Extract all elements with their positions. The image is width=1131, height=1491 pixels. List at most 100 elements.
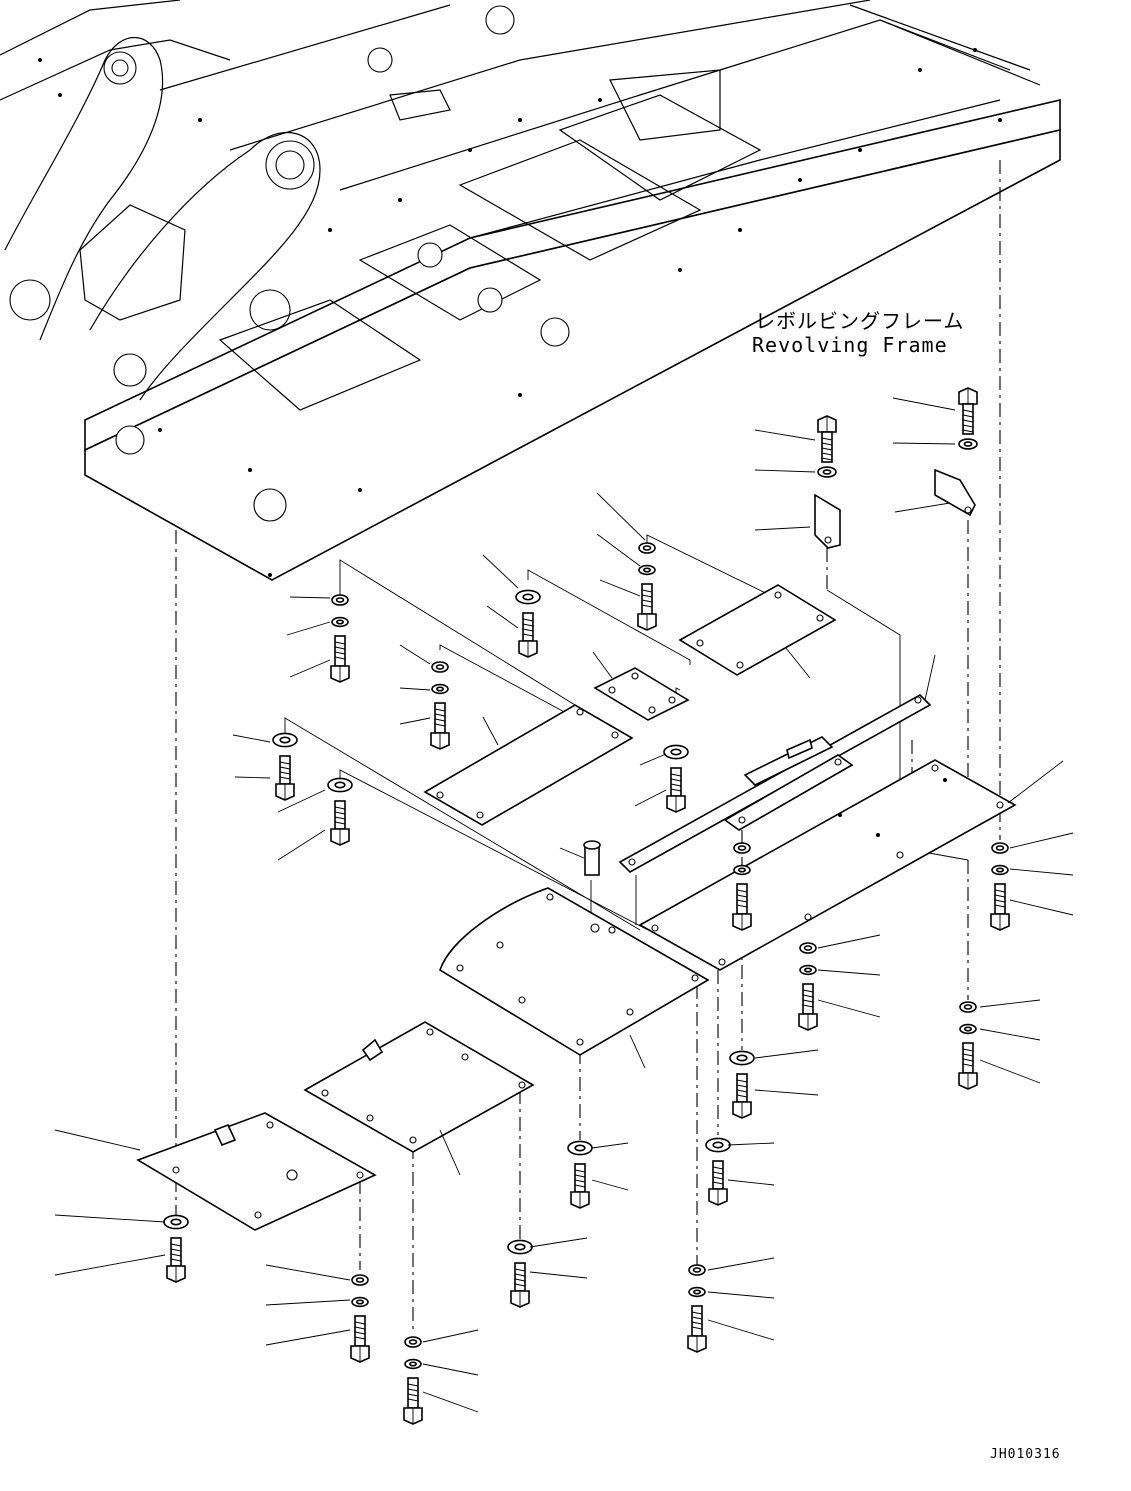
frame-holes xyxy=(38,48,1002,577)
leader-line xyxy=(727,1179,775,1186)
spring-washer-icon xyxy=(991,842,1009,854)
washer-icon xyxy=(958,438,978,450)
washer-icon xyxy=(567,1140,593,1156)
leader-line xyxy=(591,1142,629,1149)
washer-icon xyxy=(163,1214,189,1230)
spring-washer-icon xyxy=(638,542,656,554)
cover-small-middle xyxy=(593,667,690,721)
leader-line xyxy=(639,753,667,766)
leader-line xyxy=(599,579,641,597)
cover-curved-centre xyxy=(439,887,710,1056)
bolt-icon xyxy=(798,983,818,1031)
spring-washer-icon xyxy=(799,942,817,954)
bracket-right xyxy=(934,468,976,517)
leader-line xyxy=(892,397,956,411)
washer-icon xyxy=(272,732,298,748)
leader-line xyxy=(277,829,326,861)
bolt-icon xyxy=(637,583,657,631)
cover-lower-left xyxy=(136,1112,377,1231)
leader-line xyxy=(817,934,881,949)
leader-line xyxy=(707,1291,775,1299)
spring-washer-icon xyxy=(351,1274,369,1286)
spring-washer-icon xyxy=(331,594,349,606)
leader-line xyxy=(924,654,936,701)
leader-line xyxy=(422,1391,479,1413)
hardware xyxy=(163,387,1010,1425)
leader-line xyxy=(232,734,271,743)
leader-line xyxy=(707,1319,775,1341)
washer-icon xyxy=(959,1023,977,1035)
leader-line xyxy=(486,605,519,629)
leader-line xyxy=(234,776,271,779)
leader-line xyxy=(482,716,499,746)
leader-line xyxy=(265,1299,351,1306)
leader-line xyxy=(754,429,816,441)
washer-icon xyxy=(733,864,751,876)
washer-icon xyxy=(515,589,541,605)
leader-line xyxy=(54,1254,166,1276)
leader-line xyxy=(785,647,811,679)
washer-icon xyxy=(705,1137,731,1153)
spring-washer-icon xyxy=(431,661,449,673)
bolt-icon xyxy=(817,415,837,463)
leader-line xyxy=(399,717,431,725)
bolt-icon xyxy=(958,387,978,435)
washer-icon xyxy=(991,864,1009,876)
leader-line xyxy=(277,789,326,813)
washer-icon xyxy=(663,744,689,760)
leader-line xyxy=(289,596,331,599)
leader-line xyxy=(1009,868,1074,876)
washer-icon xyxy=(507,1239,533,1255)
bolt-icon xyxy=(518,612,538,658)
leader-line xyxy=(54,1129,141,1151)
leader-line xyxy=(817,969,881,976)
cover-left-long xyxy=(423,704,634,826)
leader-line xyxy=(265,1264,351,1281)
leader-line xyxy=(892,442,956,445)
leader-line xyxy=(727,1142,775,1146)
leader-line xyxy=(591,1179,629,1191)
leader-line xyxy=(422,1363,479,1376)
leader-line xyxy=(1009,832,1074,849)
bolt-icon xyxy=(403,1377,423,1425)
leader-line xyxy=(596,492,646,541)
leader-line xyxy=(289,659,331,678)
cover-lower-middle xyxy=(303,1021,535,1153)
leader-line xyxy=(596,533,641,567)
covers xyxy=(136,468,1017,1231)
leader-line xyxy=(629,1034,646,1069)
leader-line xyxy=(634,789,667,807)
bolt-icon xyxy=(510,1262,530,1308)
cover-upper-right xyxy=(678,584,837,676)
leader-line xyxy=(979,999,1041,1008)
pin xyxy=(583,840,601,876)
leader-line xyxy=(707,1257,775,1271)
strip-middle xyxy=(723,754,854,831)
frame-label-jp: レボルビングフレーム xyxy=(755,309,964,333)
leader-line xyxy=(754,526,811,531)
bracket-left xyxy=(814,493,841,549)
leader-line xyxy=(817,999,881,1018)
spring-washer-icon xyxy=(688,1264,706,1276)
leader-line xyxy=(54,1214,166,1223)
leader-line xyxy=(399,644,431,665)
leader-line xyxy=(592,651,613,679)
washer-icon xyxy=(799,964,817,976)
washer-icon xyxy=(431,683,449,695)
bolt-icon xyxy=(350,1315,370,1363)
leader-line xyxy=(894,502,951,513)
leader-line xyxy=(754,1089,819,1096)
bolt-icon xyxy=(687,1305,707,1353)
bolt-icon xyxy=(330,800,350,846)
spring-washer-icon xyxy=(959,1001,977,1013)
bolt-icon xyxy=(430,702,450,750)
leader-line xyxy=(1007,760,1064,804)
bolt-icon xyxy=(666,767,686,813)
bolt-icon xyxy=(166,1237,186,1283)
washer-icon xyxy=(638,564,656,576)
frame-label-en: Revolving Frame xyxy=(752,333,948,357)
washer-icon xyxy=(817,466,837,478)
bolt-icon xyxy=(570,1163,590,1209)
bolt-icon xyxy=(732,1073,752,1119)
spring-washer-icon xyxy=(404,1336,422,1348)
